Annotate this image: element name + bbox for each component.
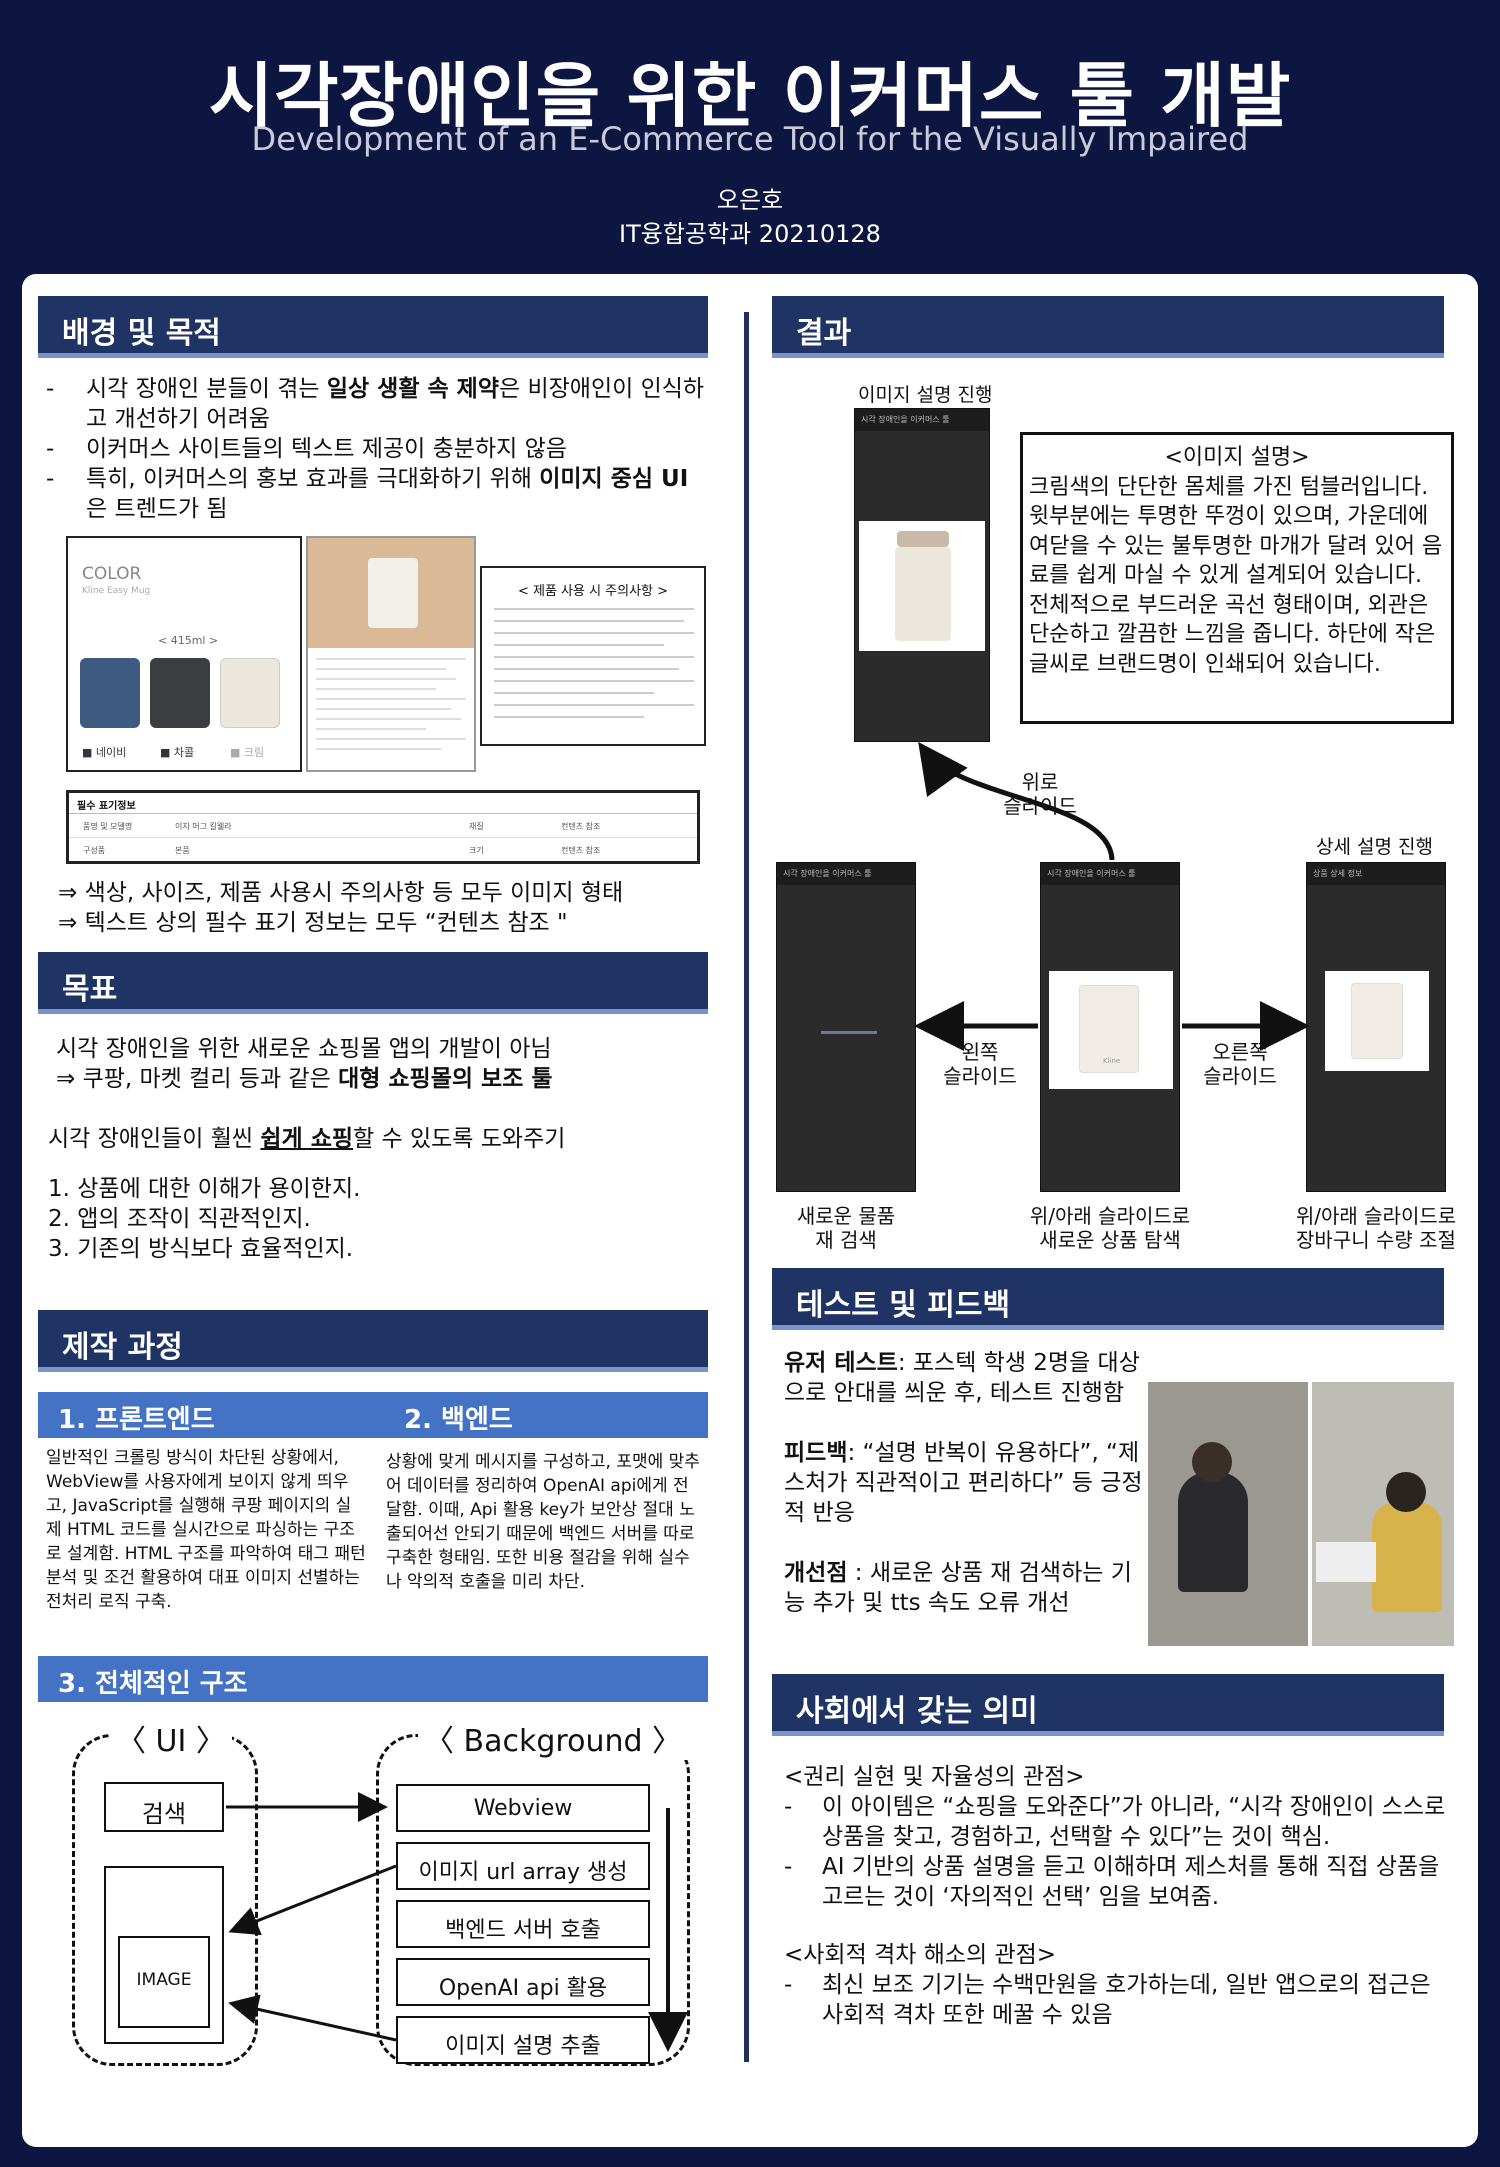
title-english: Development of an E-Commerce Tool for th… [251,120,1249,158]
phone-detail: 상품 상세 정보 [1306,862,1446,1192]
mug-image: Kline [1049,971,1173,1089]
test-content: 유저 테스트: 포스텍 학생 2명을 대상으로 안대를 씌운 후, 테스트 진행… [784,1348,1144,1618]
bullet-1: -시각 장애인 분들이 겪는 일상 생활 속 제약은 비장애인이 인식하고 개선… [46,376,705,432]
product-notice-image: < 제품 사용 시 주의사항 > [480,566,706,746]
goal-item: 3. 기존의 방식보다 효율적인지. [48,1236,354,1262]
goal-item: 2. 앱의 조작이 직관적인지. [48,1206,311,1232]
flow-step-backend: 백엔드 서버 호출 [396,1900,650,1948]
arrow-up-slide [918,741,1115,861]
user-test: 유저 테스트: 포스텍 학생 2명을 대상으로 안대를 씌운 후, 테스트 진행… [784,1350,1140,1406]
column-divider [744,312,749,2062]
mug-photo [368,558,418,628]
ui-label: 〈 UI 〉 [110,1716,232,1760]
phone-image-description: 시각 장애인을 이커머스 툴 [854,408,990,742]
improvement: 개선점 : 새로운 상품 재 검색하는 기능 추가 및 tts 속도 오류 개선 [784,1560,1132,1616]
navy-mug [80,658,140,728]
detail-desc-label: 상세 설명 진행 [1316,836,1433,858]
arrow-url-to-image [228,1864,397,1936]
phone-search: 시각 장애인을 이커머스 툴 [776,862,916,1192]
meaning-bullet-3: -최신 보조 기기는 수백만원을 호가하는데, 일반 앱으로의 접근은 사회적 … [784,1972,1431,2028]
description-title: <이미지 설명> [1164,445,1310,470]
frontend-text: 일반적인 크롤링 방식이 차단된 상황에서, WebView를 사용자에게 보이… [46,1448,366,1612]
section-test-heading: 테스트 및 피드백 [772,1268,1444,1330]
test-photo-1 [1148,1382,1308,1646]
goal-list: 1. 상품에 대한 이해가 용이한지. 2. 앱의 조작이 직관적인지. 3. … [48,1174,708,1264]
caption-research: 새로운 물품 재 검색 [796,1204,896,1252]
left-slide-label: 왼쪽 슬라이드 [943,1040,1017,1088]
flow-step-openai: OpenAI api 활용 [396,1958,650,2006]
required-info-table: 필수 표기정보 품명 및 모델명 이지 머그 킬웰라 재질 컨텐츠 참조 구성품… [66,790,700,864]
affiliation: IT융합공학과 20210128 [619,220,881,248]
charcoal-mug [150,658,210,728]
product-color-image: COLOR Kline Easy Mug < 415ml > ■ 네이비 ■ 차… [66,536,302,772]
phone-browse: 시각 장애인을 이커머스 툴 Kline [1040,862,1180,1192]
test-photo-2 [1312,1382,1454,1646]
meaning-content: <권리 실현 및 자율성의 관점> -이 아이템은 “쇼핑을 도와준다”가 아니… [784,1762,1446,2030]
author: 오은호 [716,186,784,214]
meaning-bullet-1: -이 아이템은 “쇼핑을 도와준다”가 아니라, “시각 장애인이 스스로 상품… [784,1794,1446,1850]
goal-content: 시각 장애인을 위한 새로운 쇼핑몰 앱의 개발이 아님 ⇒ 쿠팡, 마켓 컬리… [56,1034,716,1094]
section-background-heading: 배경 및 목적 [38,296,708,358]
bullet-3: -특히, 이커머스의 홍보 효과를 극대화하기 위해 이미지 중심 UI은 트렌… [46,466,689,522]
mug-detail-image [1325,971,1429,1071]
goal-line-3: 시각 장애인들이 훨씬 쉽게 쇼핑할 수 있도록 도와주기 [48,1126,566,1152]
goal-item: 1. 상품에 대한 이해가 용이한지. [48,1176,361,1202]
conclusion-1: ⇒ 색상, 사이즈, 제품 사용시 주의사항 등 모두 이미지 형태 [58,880,624,906]
caption-cart: 위/아래 슬라이드로 장바구니 수량 조절 [1295,1204,1457,1252]
backend-text: 상황에 맞게 메시지를 구성하고, 포맷에 맞추어 데이터를 정리하여 Open… [386,1452,700,1592]
section-result-heading: 결과 [772,296,1444,358]
goal-line-1: 시각 장애인을 위한 새로운 쇼핑몰 앱의 개발이 아님 [56,1036,552,1062]
frontend-heading: 1. 프론트엔드 [38,1392,402,1438]
meaning-bullet-2: -AI 기반의 상품 설명을 듣고 이해하며 제스처를 통해 직접 상품을 고르… [784,1854,1440,1910]
flow-step-url-array: 이미지 url array 생성 [396,1842,650,1890]
goal-line-2: ⇒ 쿠팡, 마켓 컬리 등과 같은 대형 쇼핑몰의 보조 툴 [56,1066,553,1092]
title-korean: 시각장애인을 위한 이커머스 툴 개발 [208,55,1292,137]
product-spec-image [306,536,476,772]
arrow-description-to-image [228,1994,397,2042]
flow-step-webview: Webview [396,1784,650,1832]
right-slide-label: 오른쪽 슬라이드 [1203,1040,1277,1088]
background-label: 〈 Background 〉 [418,1716,689,1760]
image-box: IMAGE [118,1936,210,2028]
background-bullets: -시각 장애인 분들이 겪는 일상 생활 속 제약은 비장애인이 인식하고 개선… [46,374,706,524]
section-process-heading: 제작 과정 [38,1310,708,1372]
search-box: 검색 [104,1782,224,1832]
poster-header: 시각장애인을 위한 이커머스 툴 개발 Development of an E-… [0,0,1500,270]
feedback: 피드백: “설명 반복이 유용하다”, “제스처가 직관적이고 편리하다” 등 … [784,1440,1143,1526]
background-conclusion: ⇒ 색상, 사이즈, 제품 사용시 주의사항 등 모두 이미지 형태 ⇒ 텍스트… [58,878,718,938]
cream-mug [220,658,280,728]
image-desc-label: 이미지 설명 진행 [858,384,993,406]
section-goal-heading: 목표 [38,952,708,1014]
image-description-box: <이미지 설명> 크림색의 단단한 몸체를 가진 텀블러입니다. 윗부분에는 투… [1020,432,1454,724]
caption-browse: 위/아래 슬라이드로 새로운 상품 탐색 [1029,1204,1191,1252]
conclusion-2: ⇒ 텍스트 상의 필수 표기 정보는 모두 “컨텐츠 참조 " [58,910,568,936]
bullet-2: -이커머스 사이트들의 텍스트 제공이 충분하지 않음 [46,436,567,462]
description-text: 크림색의 단단한 몸체를 가진 텀블러입니다. 윗부분에는 투명한 뚜껑이 있으… [1029,474,1443,677]
structure-heading: 3. 전체적인 구조 [38,1656,708,1702]
backend-heading: 2. 백엔드 [384,1392,708,1438]
flow-step-description: 이미지 설명 추출 [396,2016,650,2064]
meaning-sub-2: <사회적 격차 해소의 관점> [784,1942,1057,1968]
tumbler-image [859,521,985,651]
meaning-sub-1: <권리 실현 및 자율성의 관점> [784,1764,1085,1790]
section-meaning-heading: 사회에서 갖는 의미 [772,1674,1444,1736]
